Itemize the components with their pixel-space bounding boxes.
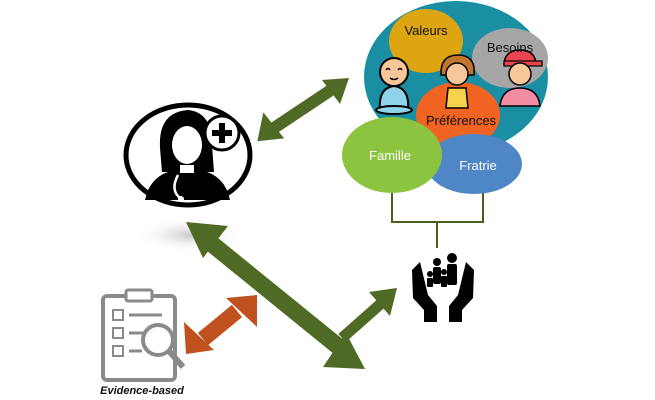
- label-famille: Famille: [369, 148, 411, 163]
- girl-icon: [440, 54, 475, 109]
- label-valeurs: Valeurs: [404, 23, 448, 38]
- checklist-magnifier-icon: [101, 288, 186, 382]
- boy-icon: [499, 49, 543, 107]
- arrow-to-hands: [338, 288, 397, 343]
- label-preferences: Préférences: [426, 113, 497, 128]
- label-evidence-based: Evidence-based: [100, 385, 184, 397]
- arrow-doctor-family: [257, 78, 349, 142]
- caring-hands-family-icon: [412, 253, 474, 322]
- doctor-icon: [123, 102, 253, 208]
- label-fratrie: Fratrie: [459, 158, 497, 173]
- family-connector: [391, 193, 484, 248]
- fratrie-bubble: [426, 134, 522, 194]
- arrow-doctor-hands: [186, 222, 365, 369]
- famille-bubble: [342, 117, 442, 193]
- label-besoins: Besoins: [487, 40, 534, 55]
- arrow-evidence: [184, 295, 257, 354]
- baby-icon: [375, 57, 413, 115]
- preferences-bubble: [416, 82, 500, 148]
- valeurs-bubble: [389, 9, 463, 73]
